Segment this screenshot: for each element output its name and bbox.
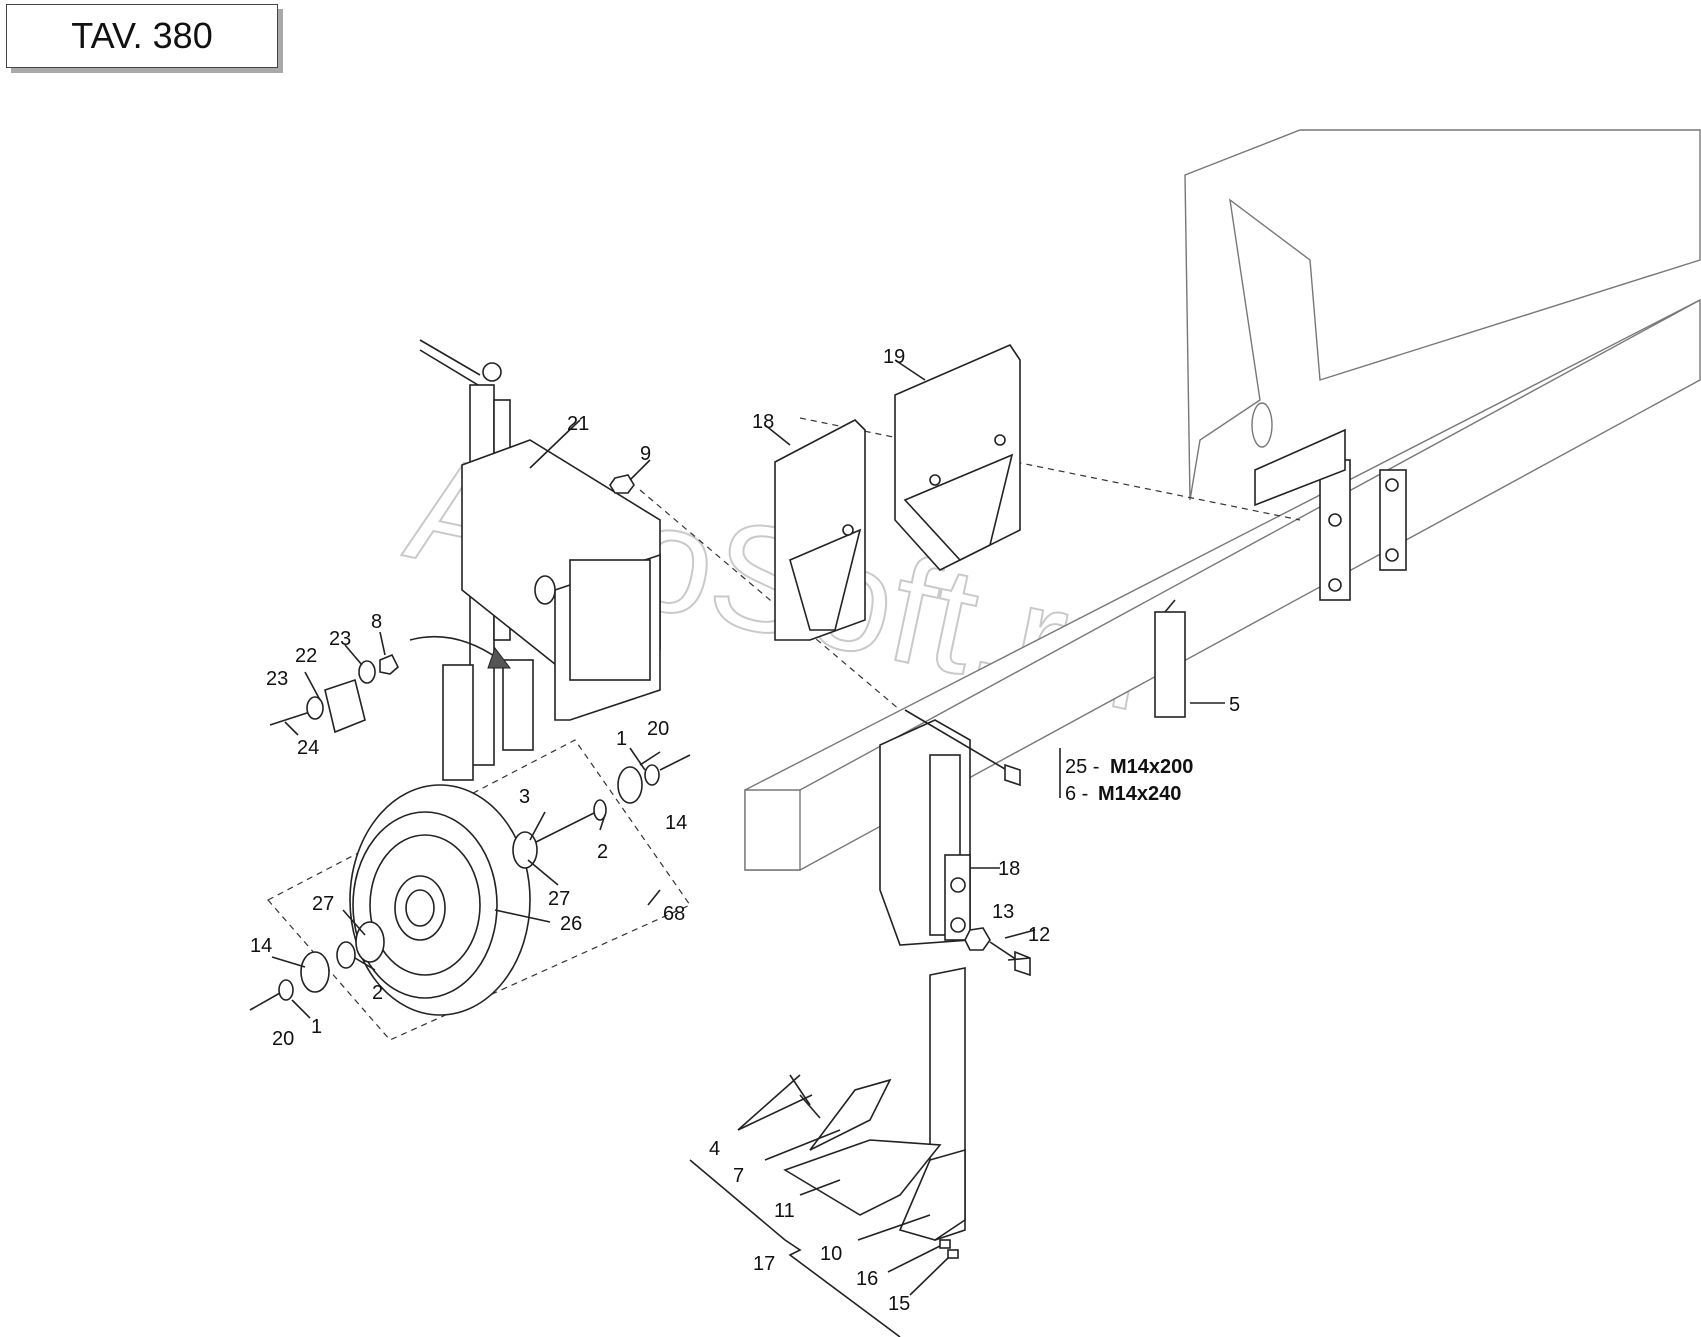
- callout-13: 13: [992, 901, 1014, 923]
- alignment-line: [799, 417, 1301, 521]
- callout-27-left: 27: [312, 893, 334, 915]
- callout-24: 24: [297, 737, 319, 759]
- scraper-fasteners: [269, 653, 399, 734]
- callout-14-right: 14: [665, 812, 687, 834]
- clamp-plate-18-lower: [879, 719, 971, 946]
- callout-15: 15: [888, 1293, 910, 1315]
- callout-1-left: 1: [311, 1016, 322, 1038]
- bolt-spec-1-num: 25 -: [1065, 756, 1099, 778]
- callout-11: 11: [774, 1200, 795, 1222]
- callout-1-right: 1: [616, 728, 627, 750]
- callout-18-top: 18: [752, 411, 774, 433]
- leader-lines: [271, 359, 1225, 1296]
- callout-22: 22: [295, 645, 317, 667]
- callout-5: 5: [1229, 694, 1240, 716]
- callout-18-lower: 18: [998, 858, 1020, 880]
- tine-shank-10: [898, 967, 966, 1241]
- callout-16: 16: [856, 1268, 878, 1290]
- u-bolt-5: [1154, 599, 1186, 718]
- callout-21: 21: [567, 413, 589, 435]
- circlip-2-left: [336, 941, 356, 969]
- title-box: TAV. 380: [6, 4, 278, 68]
- gauge-wheel-26: [349, 784, 531, 1016]
- section-break-line: [689, 1159, 901, 1337]
- callout-2-left: 2: [372, 982, 383, 1004]
- bearing-27-left: [355, 921, 385, 963]
- main-frame-beam: [744, 129, 1701, 871]
- nuts-15-16: [939, 1239, 959, 1259]
- callout-10: 10: [820, 1243, 842, 1265]
- washer-14-right: [617, 766, 643, 804]
- bolt-20-left: [249, 992, 281, 1011]
- depth-wheel-bracket: [409, 339, 661, 781]
- callout-7: 7: [733, 1165, 744, 1187]
- callout-23-left: 23: [266, 668, 288, 690]
- bearing-27-right: [512, 831, 538, 869]
- callout-9: 9: [640, 443, 651, 465]
- clamp-plate-19: [894, 343, 1021, 571]
- callout-8: 8: [371, 611, 382, 633]
- title-text: TAV. 380: [71, 15, 213, 56]
- nut-13: [964, 927, 991, 951]
- callout-2-right: 2: [597, 841, 608, 863]
- circlip-2-right: [593, 799, 607, 821]
- bolts-4: [789, 1074, 821, 1119]
- callout-4: 4: [709, 1138, 720, 1160]
- washer-14-left: [300, 951, 330, 993]
- callout-20-right: 20: [647, 718, 669, 740]
- callout-27-right: 27: [548, 888, 570, 910]
- callout-20-left: 20: [272, 1028, 294, 1050]
- bolt-spec-2-num: 6 -: [1065, 783, 1088, 805]
- clamp-plate-18-top: [774, 419, 866, 641]
- alignment-line-2: [639, 489, 901, 711]
- callout-17: 17: [753, 1253, 775, 1275]
- bolt-25-6: [904, 709, 1061, 798]
- nut-9: [609, 474, 635, 494]
- callout-labels: 21 9 18 19 5 25 - M14x200 6 - M14x240 18…: [250, 346, 1240, 1315]
- wheel-assembly-box-68: [267, 739, 691, 1041]
- callout-23-top: 23: [329, 628, 351, 650]
- callout-3: 3: [519, 786, 530, 808]
- washer-1-right: [644, 764, 660, 786]
- callout-19: 19: [883, 346, 905, 368]
- share-7: [809, 1078, 892, 1151]
- callout-12: 12: [1028, 924, 1050, 946]
- callout-68: 68: [663, 903, 685, 925]
- bolt-spec-2-size: M14x240: [1098, 783, 1181, 805]
- washer-1-left: [278, 979, 294, 1001]
- bolt-spec-1-size: M14x200: [1110, 756, 1193, 778]
- callout-14-left: 14: [250, 935, 272, 957]
- share-11: [783, 1139, 942, 1216]
- bolt-20-right: [659, 754, 691, 771]
- callout-26: 26: [560, 913, 582, 935]
